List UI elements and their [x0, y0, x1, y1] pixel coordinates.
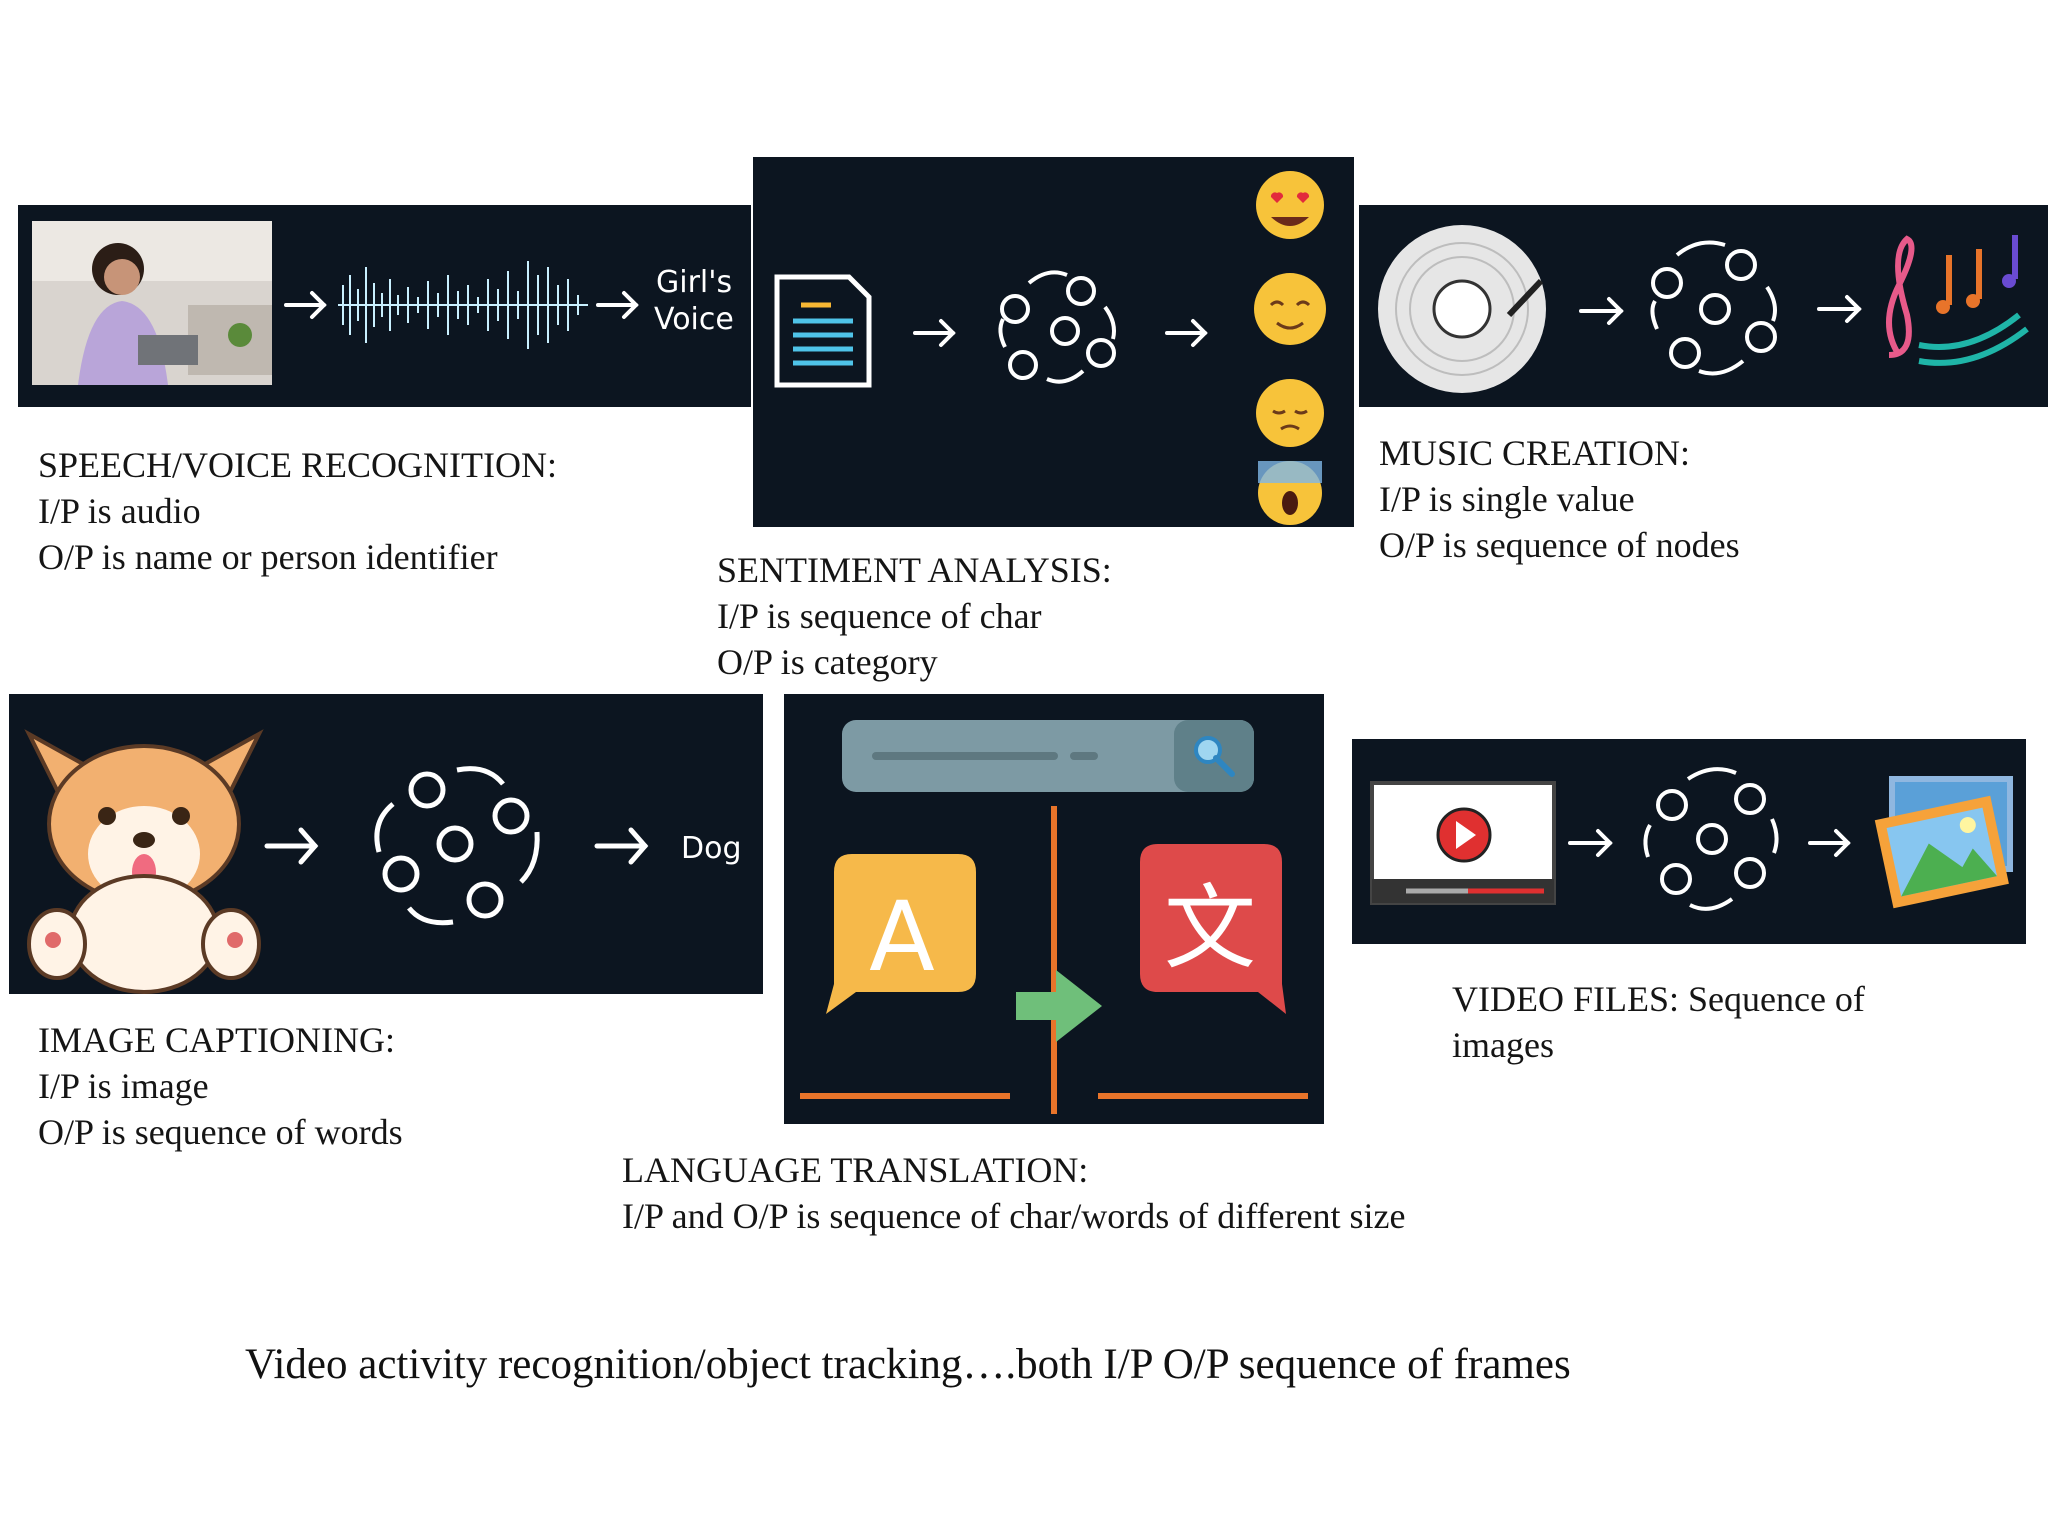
video-panel: [1352, 739, 2026, 944]
arrow-icon: [1817, 295, 1862, 323]
sentiment-panel: [753, 157, 1354, 527]
video-caption: VIDEO FILES: Sequence of images: [1452, 976, 1922, 1068]
waveform-icon: [338, 261, 588, 349]
speech-line-1: I/P is audio: [38, 491, 201, 531]
arrow-icon: [264, 827, 319, 865]
translation-illustration: A 文: [800, 720, 1308, 1114]
speech-caption: SPEECH/VOICE RECOGNITION: I/P is audio O…: [38, 442, 557, 580]
search-icon: [1194, 736, 1235, 777]
target-language-bubble: 文: [1140, 844, 1286, 1014]
footer-note: Video activity recognition/object tracki…: [245, 1341, 1571, 1388]
music-line-1: I/P is single value: [1379, 479, 1635, 519]
image-captioning-line-1: I/P is image: [38, 1066, 209, 1106]
music-notes-icon: [1886, 235, 2029, 366]
video-player-icon: [1370, 781, 1556, 905]
speech-panel: Girl's Voice: [18, 205, 751, 407]
model-cycle-icon: [374, 766, 540, 926]
arrow-icon: [596, 291, 639, 319]
sentiment-heading: SENTIMENT ANALYSIS:: [717, 550, 1112, 590]
smiling-emoji-icon: [1254, 273, 1326, 345]
music-caption: MUSIC CREATION: I/P is single value O/P …: [1379, 430, 1740, 568]
translation-heading: LANGUAGE TRANSLATION:: [622, 1150, 1089, 1190]
sentiment-line-1: I/P is sequence of char: [717, 596, 1042, 636]
output-label-dog: Dog: [681, 831, 742, 866]
pensive-emoji-icon: [1256, 379, 1324, 447]
output-label-girls: Girl's: [656, 265, 732, 300]
translation-caption: LANGUAGE TRANSLATION: I/P and O/P is seq…: [622, 1147, 1405, 1239]
source-language-bubble: A: [826, 854, 976, 1014]
image-captioning-heading: IMAGE CAPTIONING:: [38, 1020, 395, 1060]
sentiment-line-2: O/P is category: [717, 642, 938, 682]
image-captioning-caption: IMAGE CAPTIONING: I/P is image O/P is se…: [38, 1017, 403, 1155]
sentiment-caption: SENTIMENT ANALYSIS: I/P is sequence of c…: [717, 547, 1112, 685]
arrow-icon: [1165, 319, 1208, 347]
screaming-emoji-icon: [1258, 461, 1322, 525]
document-icon: [774, 274, 872, 388]
translation-line-1: I/P and O/P is sequence of char/words of…: [622, 1196, 1406, 1236]
speech-line-2: O/P is name or person identifier: [38, 537, 498, 577]
output-label-voice: Voice: [654, 302, 734, 337]
translation-panel: A 文: [784, 694, 1324, 1124]
video-text: VIDEO FILES: Sequence of images: [1452, 979, 1865, 1065]
heart-eyes-emoji-icon: [1256, 171, 1324, 239]
model-cycle-icon: [1650, 240, 1777, 376]
arrow-icon: [594, 827, 649, 865]
search-bar: [842, 720, 1254, 792]
model-cycle-icon: [1643, 767, 1779, 911]
music-panel: [1359, 205, 2048, 407]
music-illustration: [1378, 225, 2029, 393]
music-heading: MUSIC CREATION:: [1379, 433, 1691, 473]
image-gallery-icon: [1874, 776, 2013, 909]
woman-photo: [32, 221, 272, 385]
target-glyph: 文: [1164, 875, 1256, 982]
arrow-right-icon: [1016, 970, 1102, 1042]
arrow-icon: [1568, 829, 1613, 857]
vinyl-record-icon: [1378, 225, 1546, 393]
arrow-icon: [1808, 829, 1851, 857]
corgi-dog-icon: [24, 729, 264, 994]
speech-illustration: Girl's Voice: [32, 221, 734, 385]
arrow-icon: [1579, 297, 1624, 325]
music-line-2: O/P is sequence of nodes: [1379, 525, 1740, 565]
source-glyph: A: [869, 881, 935, 993]
image-captioning-panel: Dog: [9, 694, 763, 994]
speech-heading: SPEECH/VOICE RECOGNITION:: [38, 445, 557, 485]
sentiment-illustration: [774, 171, 1326, 525]
arrow-icon: [913, 319, 956, 347]
model-cycle-icon: [998, 270, 1116, 384]
image-captioning-illustration: Dog: [24, 729, 742, 994]
arrow-icon: [284, 291, 327, 319]
video-illustration: [1370, 767, 2013, 911]
image-captioning-line-2: O/P is sequence of words: [38, 1112, 403, 1152]
